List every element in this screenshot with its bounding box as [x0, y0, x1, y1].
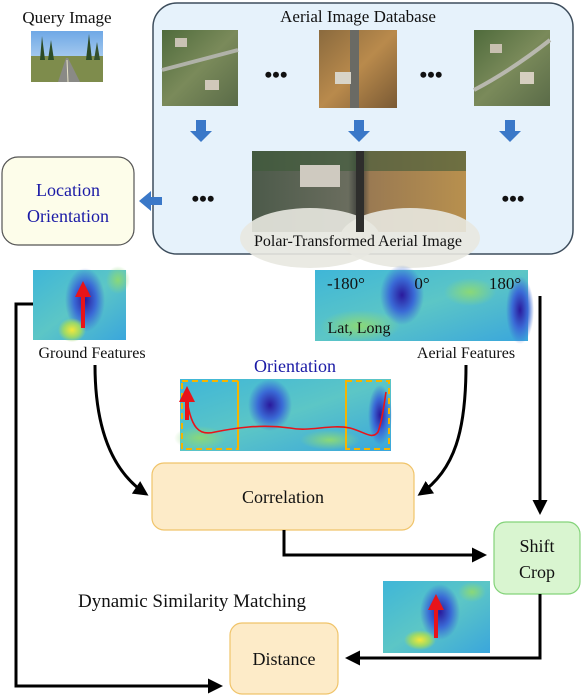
- polar-transformed-aerial-image: [240, 151, 480, 268]
- location-orientation-output: [1, 156, 135, 246]
- distance-label: Distance: [253, 649, 316, 669]
- aerial-database-title: Aerial Image Database: [280, 7, 436, 26]
- ellipsis: •••: [501, 186, 524, 211]
- shift-crop-block: [493, 521, 581, 595]
- correlation-label: Correlation: [242, 487, 324, 507]
- polar-transformed-caption: Polar-Transformed Aerial Image: [254, 233, 462, 250]
- down-arrow-icon: [348, 120, 370, 142]
- ground-features-label: Ground Features: [38, 345, 145, 362]
- aerial-tick-mid: 0°: [414, 274, 429, 293]
- dynamic-similarity-matching-title: Dynamic Similarity Matching: [78, 591, 306, 612]
- distance-block: [229, 622, 339, 695]
- orientation-feature-map: [174, 379, 392, 451]
- crop-label: Crop: [519, 562, 555, 582]
- ellipsis: •••: [264, 62, 287, 87]
- cropped-feature-map: [383, 581, 490, 653]
- aerial-features-label: Aerial Features: [417, 345, 515, 362]
- ellipsis: •••: [191, 186, 214, 211]
- shift-label: Shift: [519, 536, 554, 556]
- output-location: Location: [36, 180, 100, 200]
- aerial-image-tile: [161, 30, 239, 106]
- aerial-feature-map: [315, 265, 534, 344]
- down-arrow-icon: [499, 120, 521, 142]
- output-orientation: Orientation: [27, 206, 109, 226]
- aerial-coords-label: Lat, Long: [327, 320, 390, 337]
- query-image-photo: [31, 31, 103, 83]
- flow-connectors: [14, 296, 548, 694]
- ground-feature-map: [33, 266, 130, 342]
- aerial-tick-right: 180°: [489, 274, 521, 293]
- aerial-tick-left: -180°: [327, 274, 365, 293]
- query-image-title: Query Image: [22, 8, 111, 27]
- down-arrow-icon: [190, 120, 212, 142]
- aerial-image-tile: [319, 30, 397, 108]
- left-arrow-icon: [139, 191, 162, 211]
- aerial-image-tile: [473, 30, 552, 106]
- orientation-title: Orientation: [254, 356, 336, 376]
- ellipsis: •••: [419, 62, 442, 87]
